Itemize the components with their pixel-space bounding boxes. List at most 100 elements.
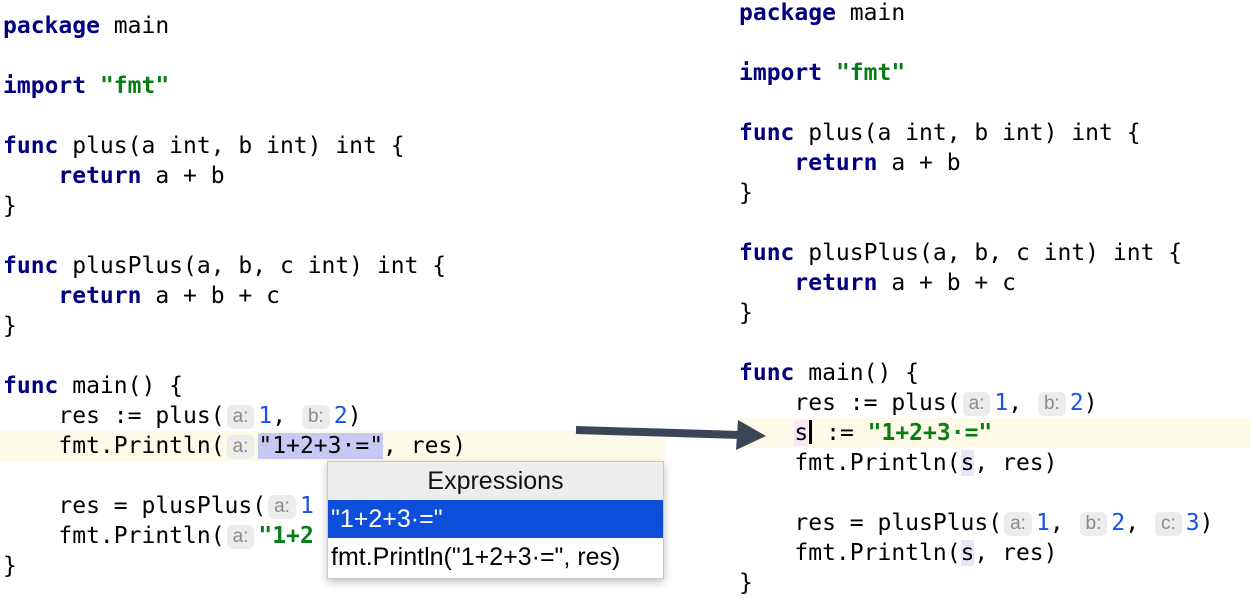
variable-reference: s	[960, 540, 975, 566]
parameter-hint: a:	[268, 495, 296, 519]
transition-arrow-icon	[575, 420, 766, 450]
editor-before[interactable]: package main import "fmt" func plus(a int,…	[0, 0, 668, 593]
code-line: return a + b	[739, 148, 960, 178]
number-literal: 2	[1069, 390, 1084, 416]
code-line: }	[3, 311, 17, 341]
number-literal: 1	[258, 403, 273, 429]
selected-expression: "1+2+3·="	[258, 433, 384, 459]
code-text: }	[739, 570, 753, 596]
text-caret	[809, 420, 813, 444]
code-text: plus(a int, b int) int {	[58, 133, 405, 159]
code-text: ,	[1049, 510, 1078, 536]
keyword: func	[739, 120, 795, 146]
code-text: main	[835, 0, 906, 26]
parameter-hint: c:	[1154, 512, 1182, 536]
keyword: return	[794, 150, 878, 176]
popup-title: Expressions	[328, 462, 663, 500]
code-line: res := plus(a:1, b:2)	[3, 401, 362, 431]
expression-option-string[interactable]: "1+2+3·="	[328, 500, 663, 538]
keyword: package	[3, 13, 100, 39]
parameter-hint: b:	[1037, 392, 1066, 416]
code-text: }	[3, 553, 17, 579]
code-line: package main	[3, 11, 169, 41]
code-text: main() {	[794, 360, 920, 386]
code-text: res := plus(	[739, 390, 961, 416]
code-line: return a + b + c	[3, 281, 280, 311]
code-text: plus(a int, b int) int {	[794, 120, 1141, 146]
string-literal: "fmt"	[99, 73, 170, 99]
keyword: import	[739, 60, 823, 86]
expressions-popup: Expressions "1+2+3·=" fmt.Println("1+2+3…	[327, 461, 664, 579]
parameter-hint: a:	[226, 525, 255, 549]
code-text: )	[1083, 390, 1098, 416]
keyword: package	[739, 0, 836, 26]
code-line: func main() {	[3, 371, 183, 401]
code-text: ,	[1008, 390, 1036, 416]
code-line: return a + b	[3, 161, 224, 191]
code-line: res := plus(a:1, b:2)	[739, 388, 1098, 418]
code-line: }	[3, 551, 17, 581]
string-literal: "1+2	[258, 523, 314, 549]
code-text: )	[1199, 510, 1214, 536]
code-line: package main	[739, 0, 905, 28]
code-line: res = plusPlus(a:1, b:2, c:3)	[739, 508, 1213, 538]
code-text: fmt.Println(	[739, 540, 961, 566]
keyword: return	[794, 270, 878, 296]
code-text	[86, 73, 100, 99]
code-text: , res)	[974, 450, 1058, 476]
code-text: ,	[272, 403, 300, 429]
number-literal: 2	[333, 403, 348, 429]
code-text: a + b + c	[877, 270, 1016, 296]
variable-reference: s	[960, 450, 975, 476]
code-text: fmt.Println(	[3, 433, 225, 459]
code-text: res = plusPlus(	[739, 510, 1003, 536]
code-text: res := plus(	[3, 403, 225, 429]
code-line: func plus(a int, b int) int {	[3, 131, 405, 161]
code-line: s := "1+2+3·="	[739, 418, 992, 448]
code-text: plusPlus(a, b, c int) int {	[58, 253, 447, 279]
code-text	[3, 283, 58, 309]
current-line-highlight	[737, 418, 1251, 448]
code-text: )	[347, 403, 362, 429]
code-text: }	[739, 300, 753, 326]
keyword: return	[58, 283, 142, 309]
code-line: func plusPlus(a, b, c int) int {	[3, 251, 446, 281]
code-text: :=	[812, 420, 868, 446]
code-text: }	[3, 313, 17, 339]
code-text: }	[3, 193, 17, 219]
code-text: plusPlus(a, b, c int) int {	[794, 240, 1183, 266]
code-text: , res)	[383, 433, 467, 459]
parameter-hint: b:	[1079, 512, 1108, 536]
parameter-hint: a:	[962, 392, 991, 416]
code-line: }	[739, 298, 753, 328]
keyword: return	[58, 163, 142, 189]
code-text	[822, 60, 836, 86]
code-text: fmt.Println(	[3, 523, 225, 549]
code-line: return a + b + c	[739, 268, 1016, 298]
variable-declaration: s	[794, 420, 809, 446]
parameter-hint: a:	[226, 405, 255, 429]
number-literal: 1	[994, 390, 1009, 416]
code-text: fmt.Println(	[739, 450, 961, 476]
keyword: func	[739, 240, 795, 266]
code-line: fmt.Println(s, res)	[739, 538, 1058, 568]
code-line: }	[3, 191, 17, 221]
code-line: import "fmt"	[739, 58, 905, 88]
number-literal: 1	[299, 493, 314, 519]
number-literal: 2	[1111, 510, 1126, 536]
editor-after[interactable]: package main import "fmt" func plus(a int,…	[737, 0, 1251, 596]
code-line: import "fmt"	[3, 71, 169, 101]
parameter-hint: b:	[301, 405, 330, 429]
parameter-hint: a:	[226, 435, 255, 459]
code-text: ,	[1125, 510, 1153, 536]
code-line: fmt.Println(a:"1+2+3·=", res)	[3, 431, 466, 461]
expression-option-println[interactable]: fmt.Println("1+2+3·=", res)	[331, 543, 621, 571]
code-line: func plusPlus(a, b, c int) int {	[739, 238, 1182, 268]
keyword: func	[3, 253, 59, 279]
code-text: main	[99, 13, 170, 39]
code-line: fmt.Println(a:"1+2	[3, 521, 314, 551]
parameter-hint: a:	[1004, 512, 1032, 536]
code-text	[739, 150, 794, 176]
code-text: }	[739, 180, 753, 206]
code-text	[739, 270, 794, 296]
